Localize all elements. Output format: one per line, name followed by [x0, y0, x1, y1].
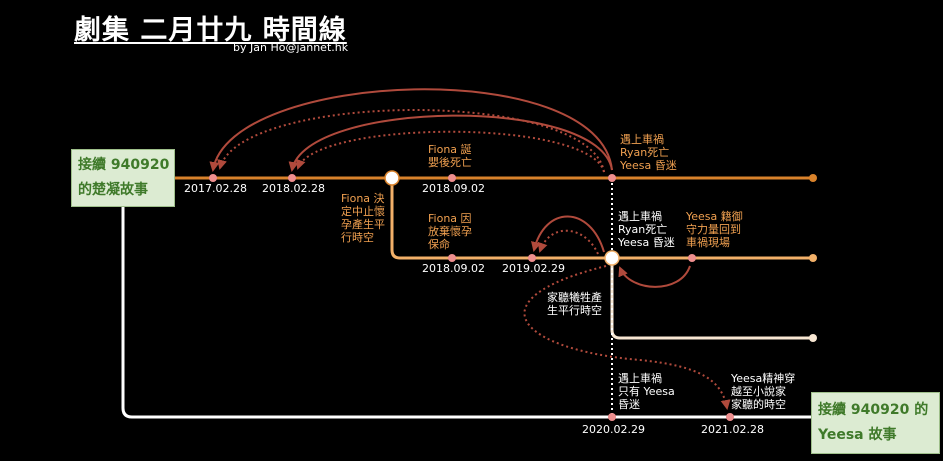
label-line: Fiona 決	[341, 192, 385, 205]
left-box-line-2: 的楚凝故事	[78, 182, 148, 198]
right-green-box: 接續 940920 的 Yeesa 故事	[811, 392, 940, 454]
node-2018-09-mid	[448, 254, 456, 262]
timeline-4	[121, 207, 811, 419]
byline: by Jan Ho@jannet.hk	[233, 41, 349, 54]
right-box-line-1: 接續 940920 的	[818, 402, 929, 418]
arc-to-2017-solid	[209, 88, 613, 172]
label-line: 孕產生平	[341, 218, 385, 231]
label-line: Fiona 誕	[428, 143, 472, 156]
label-fiona-birth: Fiona 誕 嬰後死亡	[428, 143, 472, 169]
label-line: 家聽的時空	[731, 398, 786, 411]
label-line: 嬰後死亡	[428, 156, 472, 169]
label-line: Ryan死亡	[620, 146, 670, 159]
label-line: 定中止懷	[341, 205, 385, 218]
node-yeesa-return	[688, 254, 696, 262]
label-line: 保命	[428, 238, 450, 251]
arc-return-loop	[618, 265, 691, 288]
date-2018-02-28: 2018.02.28	[262, 182, 325, 195]
node-branch-top	[384, 170, 400, 186]
label-line: Yeesa 昏迷	[620, 159, 677, 172]
label-line: Yeesa 昏迷	[618, 236, 675, 249]
timeline-3	[610, 258, 813, 340]
node-top-accident	[608, 174, 616, 182]
date-2020-02-29: 2020.02.29	[582, 423, 645, 436]
node-2018-02	[288, 174, 296, 182]
node-branch-mid	[604, 250, 620, 266]
label-top-accident: 遇上車禍 Ryan死亡 Yeesa 昏迷	[620, 133, 677, 172]
label-line: 守力量回到	[686, 223, 741, 236]
left-box-line-1: 接續 940920	[78, 157, 170, 173]
label-line: 放棄懷孕	[428, 225, 472, 238]
node-2018-09-top	[448, 174, 456, 182]
timeline-2	[390, 178, 813, 260]
arc-to-2018-solid	[288, 114, 613, 172]
node-2019	[528, 254, 536, 262]
date-2019-02-29: 2019.02.29	[502, 262, 565, 275]
date-2018-09-02-top: 2018.09.02	[422, 182, 485, 195]
arc-to-2019-solid	[531, 215, 605, 253]
node-2021	[726, 413, 734, 421]
label-ka-teng-sacrifice: 家聽犧牲產 生平行時空	[547, 291, 602, 317]
label-line: Ryan死亡	[618, 223, 668, 236]
date-2021-02-28: 2021.02.28	[701, 423, 764, 436]
label-line: 家聽犧牲產	[547, 291, 602, 304]
label-line: Yeesa 籍御	[686, 210, 743, 223]
label-fiona-abandon: Fiona 因 放棄懷孕 保命	[428, 212, 472, 251]
node-2020	[608, 413, 616, 421]
label-line: 昏迷	[618, 398, 640, 411]
left-green-box: 接續 940920 的楚凝故事	[71, 149, 175, 207]
label-line: Yeesa精神穿	[731, 372, 796, 385]
label-line: 越至小說家	[731, 385, 786, 398]
label-line: 生平行時空	[547, 304, 602, 317]
date-2018-09-02-mid: 2018.09.02	[422, 262, 485, 275]
date-2017-02-28: 2017.02.28	[184, 182, 247, 195]
page-title: 劇集 二月廿九 時間線	[74, 15, 347, 46]
label-line: 只有 Yeesa	[618, 385, 675, 398]
label-fiona-decide: Fiona 決 定中止懷 孕產生平 行時空	[341, 192, 385, 244]
arc-to-2019-dotted	[537, 229, 599, 255]
label-bottom-accident: 遇上車禍 只有 Yeesa 昏迷	[618, 372, 675, 411]
label-line: 遇上車禍	[620, 133, 664, 146]
label-yeesa-return: Yeesa 籍御 守力量回到 車禍現場	[686, 210, 743, 249]
label-line: 車禍現場	[686, 236, 730, 249]
label-mid-accident: 遇上車禍 Ryan死亡 Yeesa 昏迷	[618, 210, 675, 249]
label-line: 遇上車禍	[618, 372, 662, 385]
label-line: 行時空	[341, 231, 374, 244]
label-line: 遇上車禍	[618, 210, 662, 223]
arc-to-2017-dotted	[217, 109, 605, 173]
label-yeesa-soul: Yeesa精神穿 越至小說家 家聽的時空	[731, 372, 795, 411]
node-2017	[209, 174, 217, 182]
label-line: Fiona 因	[428, 212, 472, 225]
node-third-end	[809, 334, 817, 342]
node-mid-end	[809, 254, 817, 262]
node-top-end	[809, 174, 817, 182]
right-box-line-2: Yeesa 故事	[818, 427, 897, 443]
